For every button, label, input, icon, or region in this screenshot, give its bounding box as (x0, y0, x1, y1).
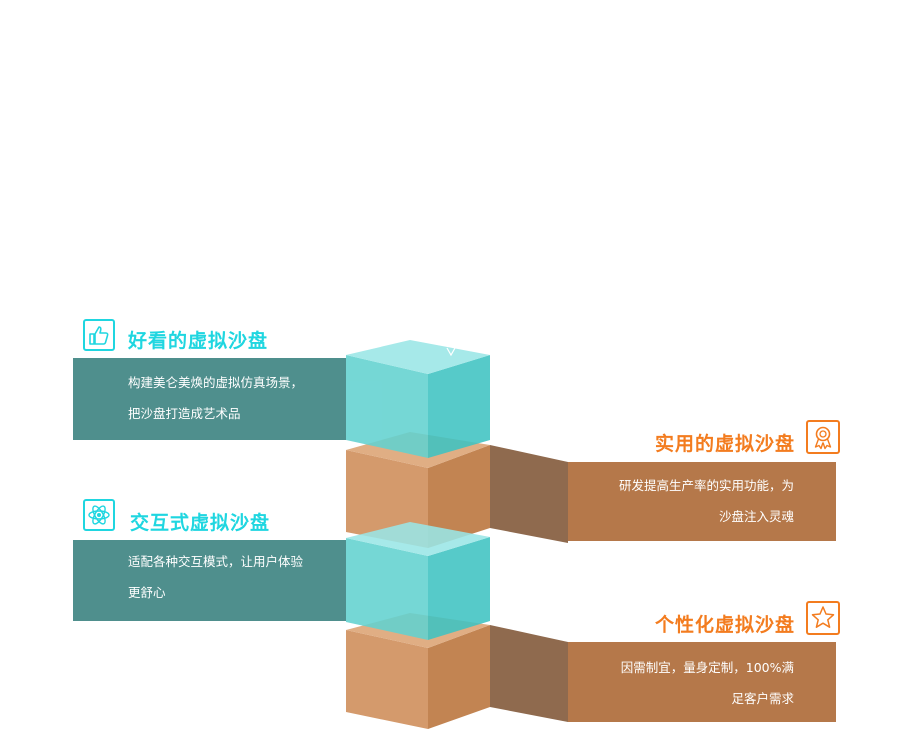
thumbs-up-icon (83, 319, 115, 351)
panel-3-teal (73, 540, 346, 621)
feature-desc-2-line1: 研发提高生产率的实用功能，为 (618, 478, 794, 493)
feature-title-2: 实用的虚拟沙盘 (654, 433, 795, 455)
feature-desc-3: 适配各种交互模式，让用户体验 更舒心 (128, 546, 303, 608)
atom-icon (83, 499, 115, 531)
feature-title-1: 好看的虚拟沙盘 (128, 330, 269, 352)
panel-4-orange (568, 642, 836, 722)
feature-desc-4: 因需制宜，量身定制，100%满 足客户需求 (621, 652, 794, 714)
panel-1-teal (73, 358, 346, 440)
feature-desc-3-line2: 更舒心 (128, 585, 166, 600)
star-badge-icon (806, 601, 840, 635)
cube-3-teal (346, 522, 490, 640)
feature-desc-1-line1: 构建美仑美焕的虚拟仿真场景， (128, 375, 304, 390)
cube-1-teal (346, 340, 490, 458)
feature-desc-3-line1: 适配各种交互模式，让用户体验 (128, 554, 304, 569)
feature-desc-4-line1: 因需制宜，量身定制，100%满 (620, 660, 794, 675)
connector-2-orange (490, 445, 568, 543)
feature-desc-2: 研发提高生产率的实用功能，为 沙盘注入灵魂 (619, 470, 794, 532)
feature-desc-4-line2: 足客户需求 (731, 691, 794, 706)
connector-4-orange (490, 625, 568, 722)
award-ribbon-icon (806, 420, 840, 454)
feature-desc-1-line2: 把沙盘打造成艺术品 (128, 406, 241, 421)
feature-desc-2-line2: 沙盘注入灵魂 (718, 509, 794, 524)
feature-title-3: 交互式虚拟沙盘 (130, 512, 271, 534)
feature-desc-1: 构建美仑美焕的虚拟仿真场景， 把沙盘打造成艺术品 (128, 367, 303, 429)
panel-2-orange (568, 462, 836, 541)
feature-title-4: 个性化虚拟沙盘 (654, 614, 795, 636)
